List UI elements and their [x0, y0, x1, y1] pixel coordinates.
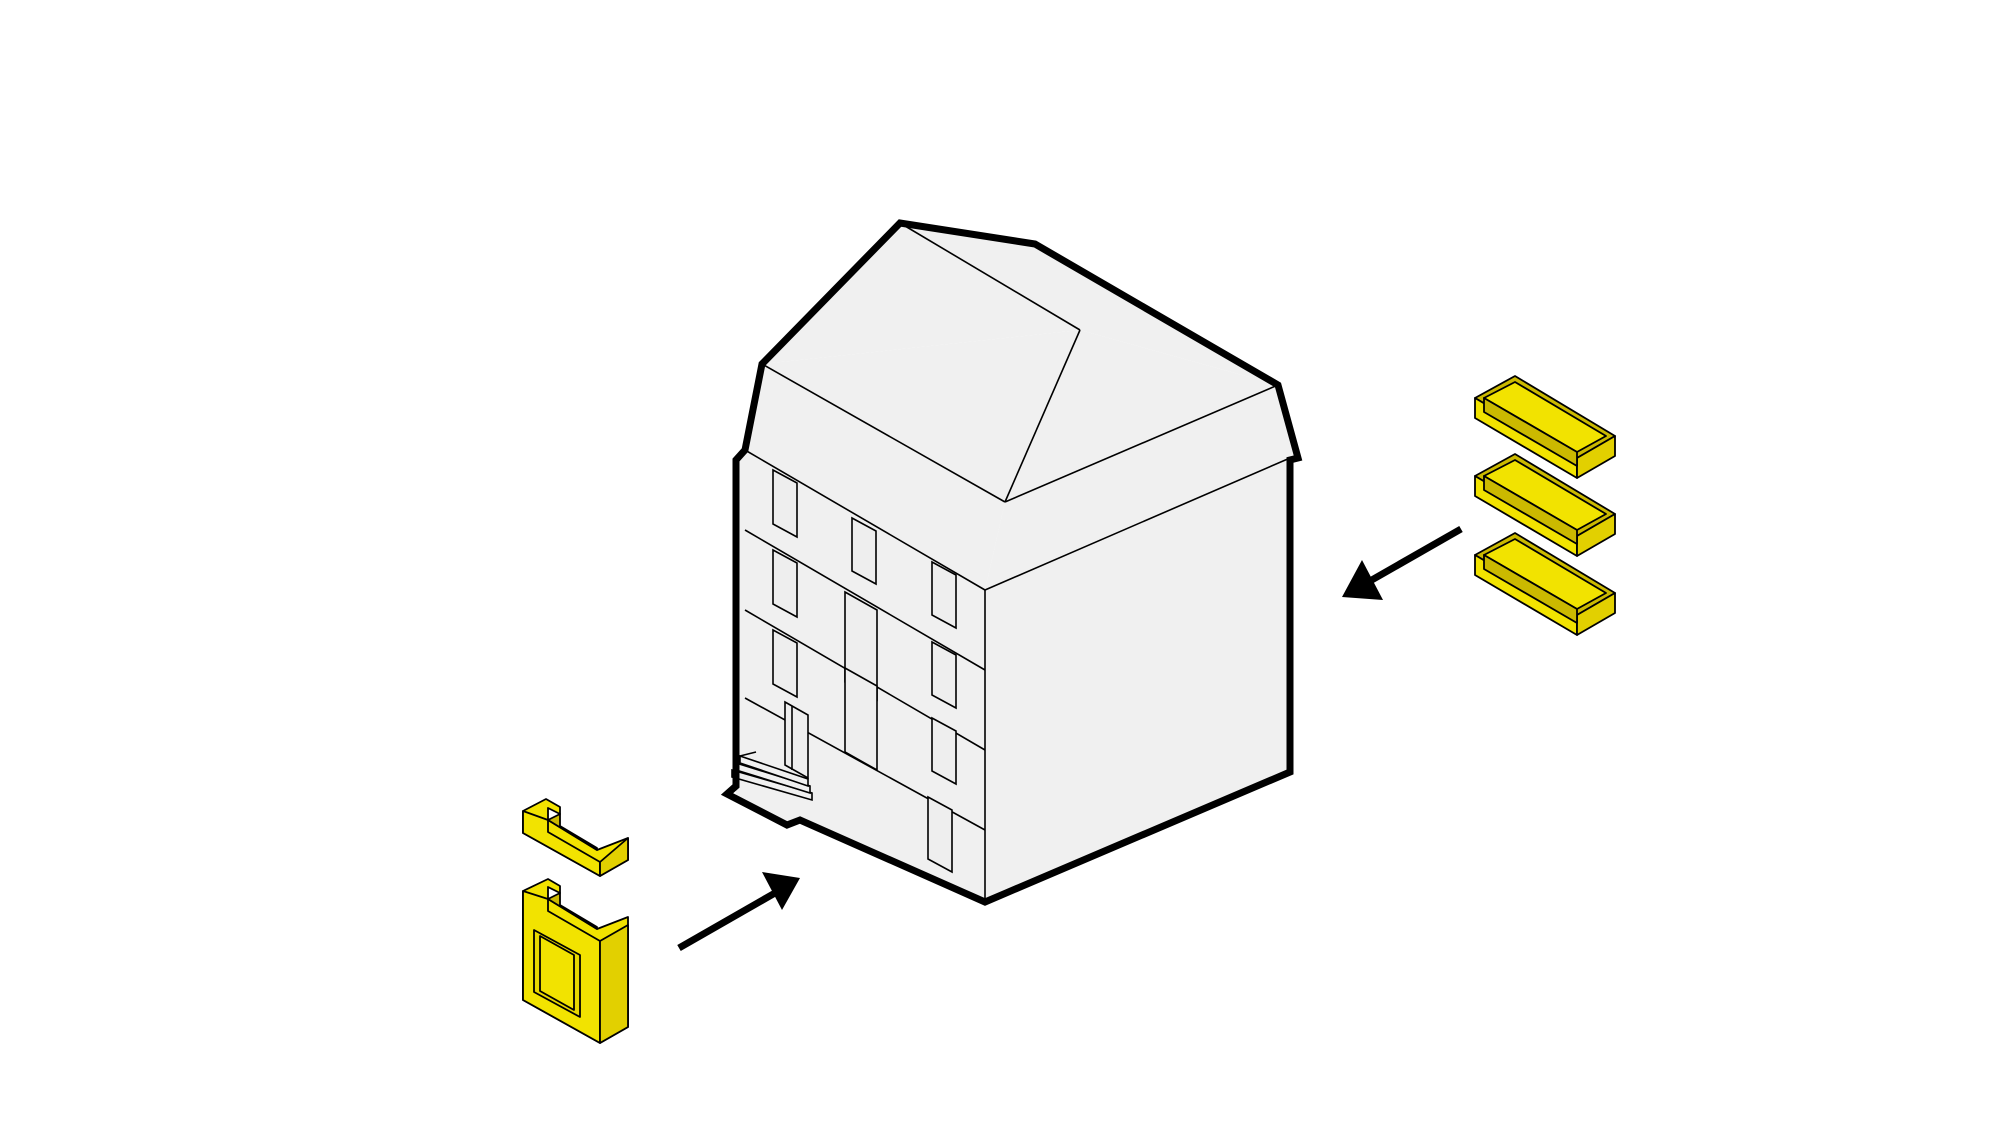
window — [851, 516, 877, 586]
entrance-modules — [522, 798, 629, 1044]
box-module — [1474, 375, 1616, 479]
facade-panel — [844, 666, 878, 772]
portal-module — [522, 878, 629, 1044]
roof-hip — [762, 223, 1080, 364]
window — [931, 560, 957, 630]
windows — [772, 468, 957, 874]
building-side-wall — [985, 458, 1290, 902]
box-module — [1474, 532, 1616, 636]
roof-edges — [744, 222, 1291, 902]
window — [931, 716, 957, 786]
planter-box-modules — [1474, 375, 1616, 636]
window — [772, 628, 798, 699]
window — [772, 468, 798, 539]
arrow-right-to-building — [677, 872, 800, 952]
roof-side-slope — [900, 223, 1278, 385]
roof-front-slope — [745, 330, 1080, 590]
canopy-module — [522, 798, 629, 877]
arrow-left-to-building — [1342, 525, 1463, 600]
box-module — [1474, 453, 1616, 557]
building-outline — [720, 219, 1303, 906]
entrance-door — [784, 700, 809, 780]
window — [772, 548, 798, 619]
building — [720, 219, 1303, 906]
window — [931, 640, 957, 710]
roof-side-lower — [985, 330, 1298, 590]
window — [927, 795, 953, 874]
